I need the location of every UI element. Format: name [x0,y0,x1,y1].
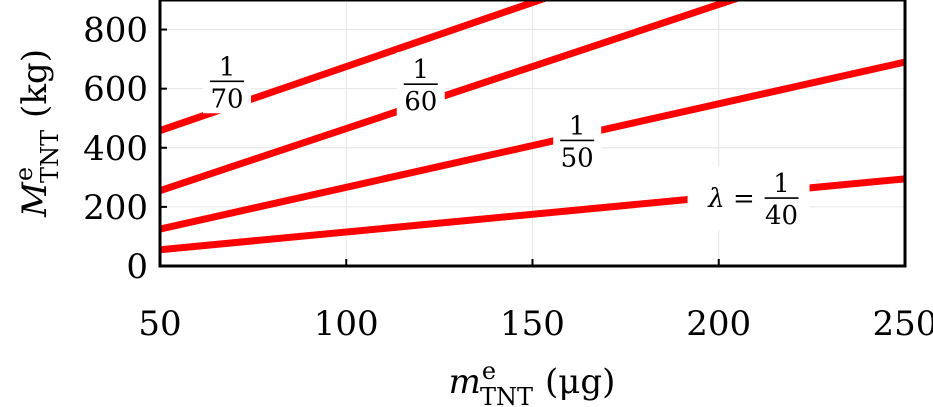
x-tick-label: 50 [138,304,181,344]
curve-label-numerator: 1 [219,52,236,82]
curve-label: 160 [396,52,445,117]
y-axis-title: MeTNT (kg) [10,49,64,218]
x-axis-title-main: m [449,362,481,402]
y-axis-title-sup: e [10,167,38,181]
series-line [160,58,905,233]
y-tick-label: 200 [83,188,148,228]
curve-label-denominator: 40 [765,201,798,231]
curve-label-denominator: 60 [404,87,437,117]
y-tick-label: 800 [83,11,148,51]
series-line [160,0,744,194]
x-tick-label: 150 [500,304,565,344]
x-tick-label: 250 [873,304,933,344]
curve-label-numerator: 1 [412,55,429,85]
curve-label-denominator: 70 [211,84,244,114]
x-tick-label: 200 [686,304,751,344]
y-axis-title-main: M [15,181,55,218]
curve-label: λ = 140 [687,166,810,231]
series-line [160,0,551,134]
curve-label-denominator: 50 [561,143,594,173]
curve-label-numerator: 1 [773,169,790,199]
y-axis-title-sub: TNT [36,130,64,183]
x-axis-title-sub: TNT [480,383,533,407]
y-tick-label: 400 [83,129,148,169]
curve-label: 150 [553,108,602,173]
y-tick-label: 600 [83,70,148,110]
curve-label: 170 [203,49,252,114]
x-axis-title-unit: (μg) [545,362,615,402]
x-axis-title-sup: e [482,357,496,385]
curve-label-numerator: 1 [569,111,586,141]
y-axis-title-unit: (kg) [15,49,55,118]
curve-label-prefix: λ = [707,184,755,214]
x-tick-label: 100 [314,304,379,344]
y-tick-label: 0 [126,247,148,287]
